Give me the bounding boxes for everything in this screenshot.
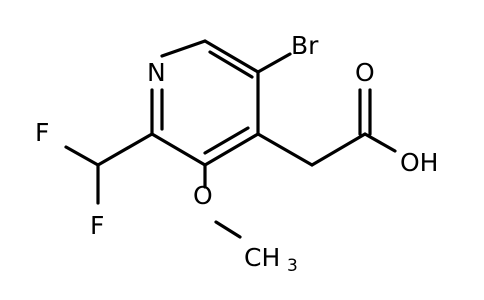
atom-br: Br [291, 31, 319, 60]
bond-o-ch3 [214, 220, 242, 239]
atom-ch3-subscript: 3 [287, 256, 298, 276]
atom-n: N [147, 58, 166, 87]
bond-c4-ch2 [256, 132, 314, 167]
atom-o-methoxy: O [193, 181, 213, 210]
bond-c4-c3-inner [203, 126, 250, 155]
atom-f-lower: F [90, 211, 104, 240]
bond-ch2-cooh [310, 132, 367, 167]
bond-c3-c2 [150, 132, 207, 167]
bond-c6-c5 [203, 39, 260, 74]
bond-c5-br [256, 52, 292, 74]
bond-c4-c3 [203, 132, 260, 167]
atom-f-upper: F [35, 118, 49, 147]
bond-c2-cf2 [96, 132, 154, 167]
bond-n-c6 [160, 39, 207, 58]
bond-c-oh [363, 132, 397, 153]
bond-c6-c5-inner [208, 50, 254, 79]
atom-oh: OH [400, 148, 438, 177]
atom-ch3: CH [244, 243, 280, 272]
atom-o-carbonyl: O [355, 58, 375, 87]
bond-cf2-f-upper [64, 145, 100, 167]
